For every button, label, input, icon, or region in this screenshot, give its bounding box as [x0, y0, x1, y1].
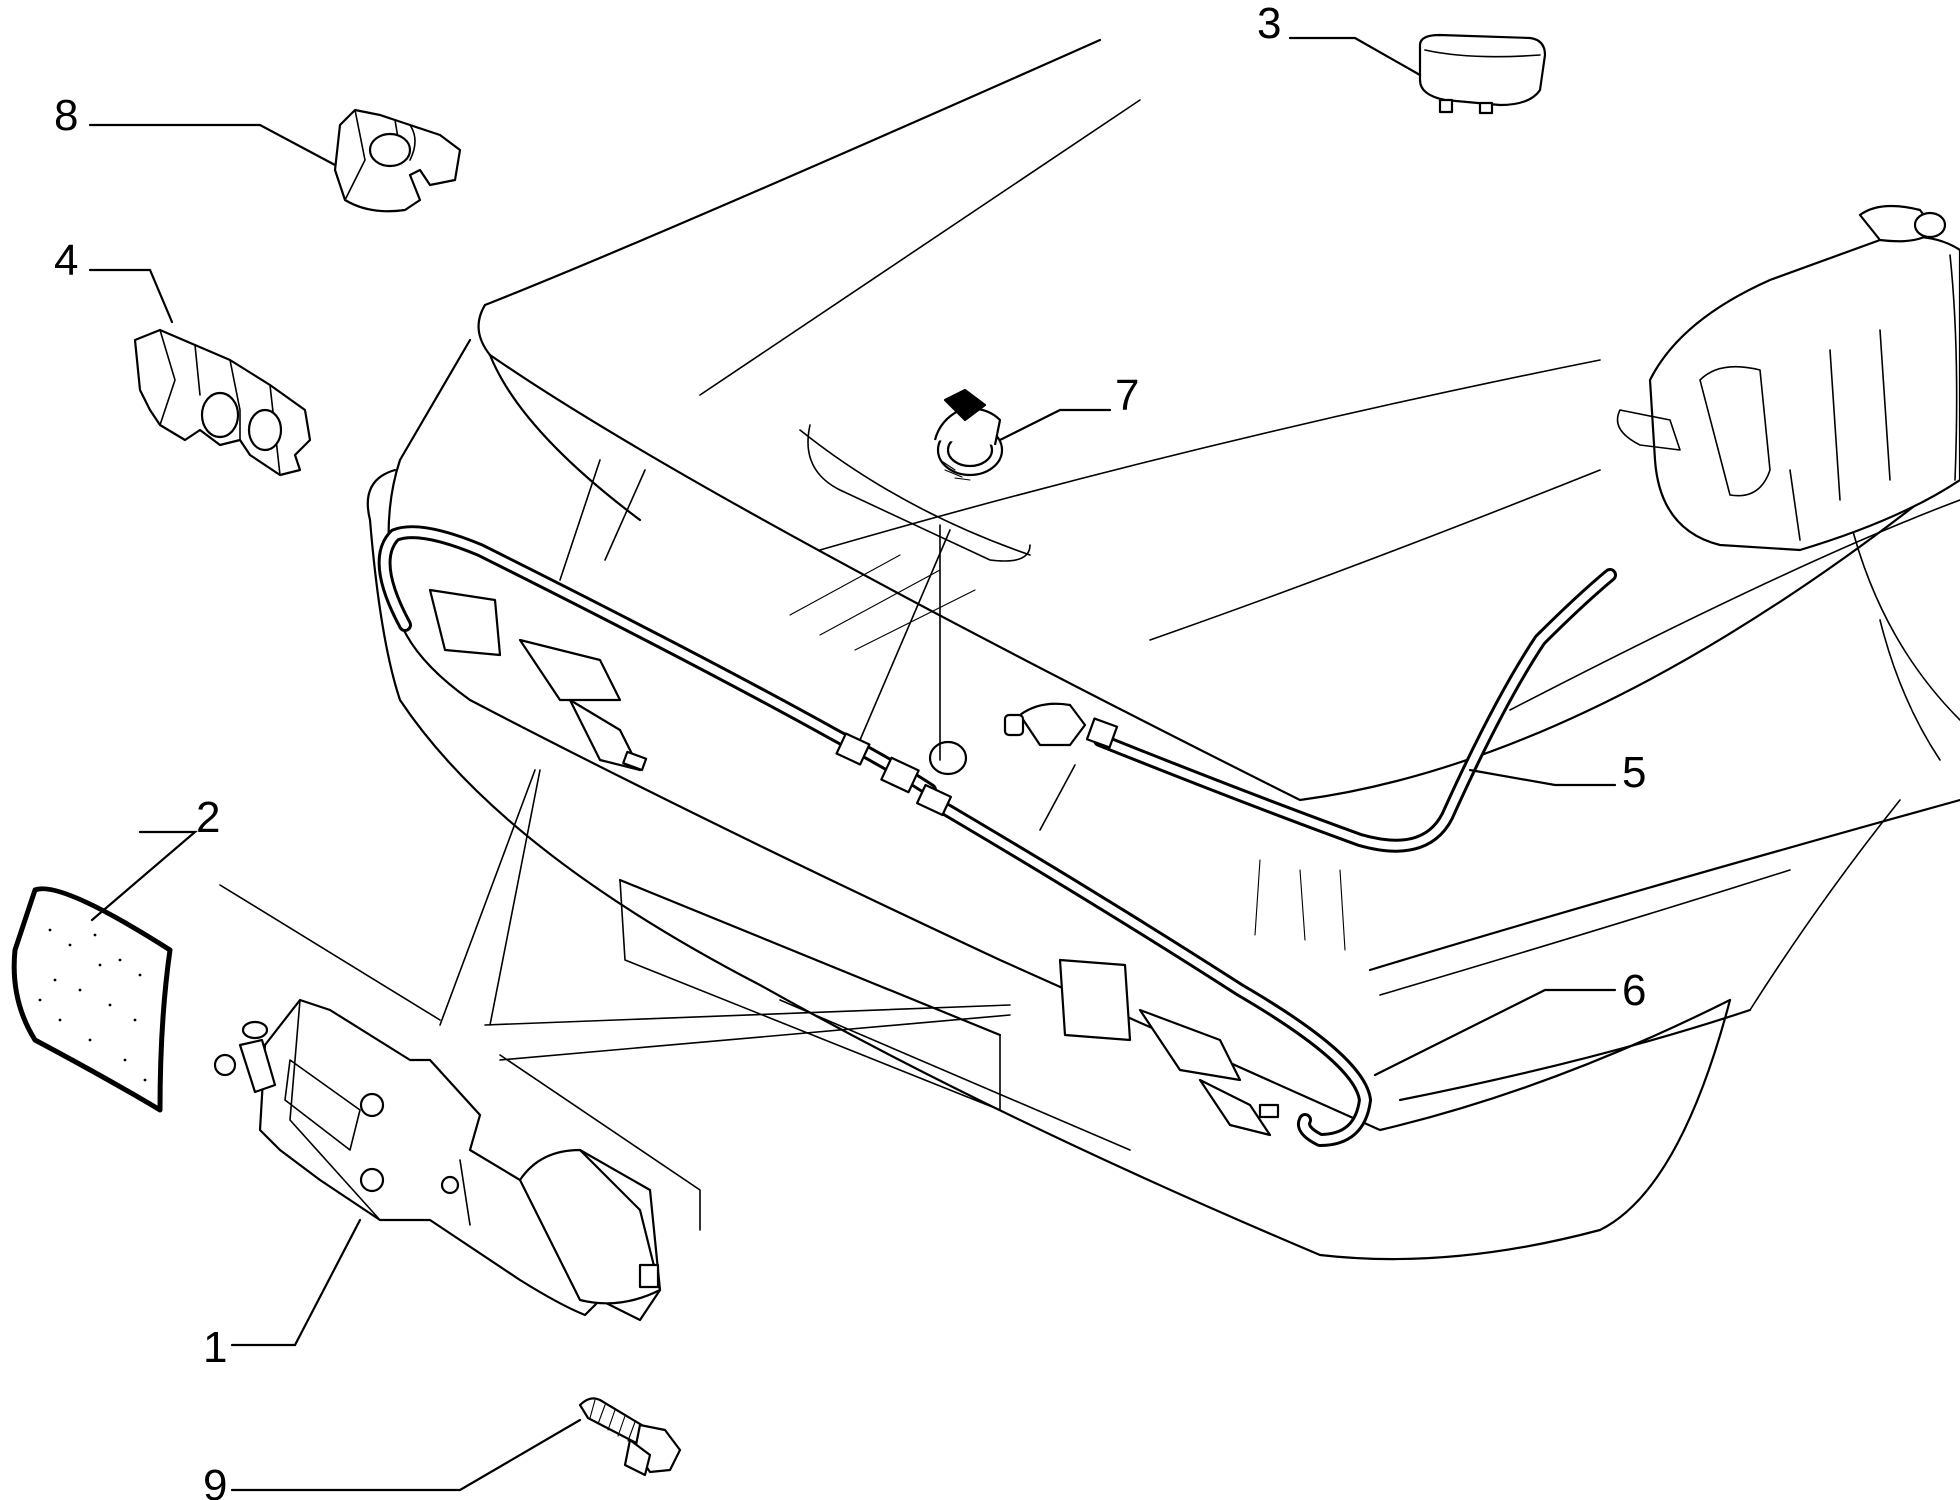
car-body-outline	[219, 38, 1960, 1261]
callout-8: 8	[54, 91, 78, 140]
screw-part-9	[578, 1397, 682, 1477]
callout-7: 7	[1115, 371, 1139, 420]
callout-9: 9	[203, 1461, 227, 1500]
callout-5: 5	[1622, 748, 1646, 797]
washer-reservoir	[1616, 204, 1960, 552]
hose-clamp-part-7	[933, 388, 1004, 481]
t-connector	[835, 732, 968, 817]
callout-6: 6	[1622, 966, 1646, 1015]
washer-nozzle-left-on-car	[428, 588, 648, 772]
washer-nozzle-right-on-car	[1058, 958, 1280, 1137]
leader-lines	[88, 36, 1617, 1492]
clip-part-4	[133, 328, 312, 477]
callout-numbers: 1 2 3 4 5 6 7 8 9	[54, 0, 1646, 1500]
callout-2: 2	[196, 793, 220, 842]
washer-pump-part-1	[213, 998, 662, 1322]
callout-3: 3	[1257, 0, 1281, 48]
relay-part-3	[1418, 33, 1547, 115]
clip-part-8	[333, 108, 462, 213]
callout-4: 4	[54, 236, 78, 285]
cover-pad-part-2	[11, 886, 173, 1113]
hose-5	[1003, 568, 1617, 853]
callout-1: 1	[203, 1323, 227, 1372]
